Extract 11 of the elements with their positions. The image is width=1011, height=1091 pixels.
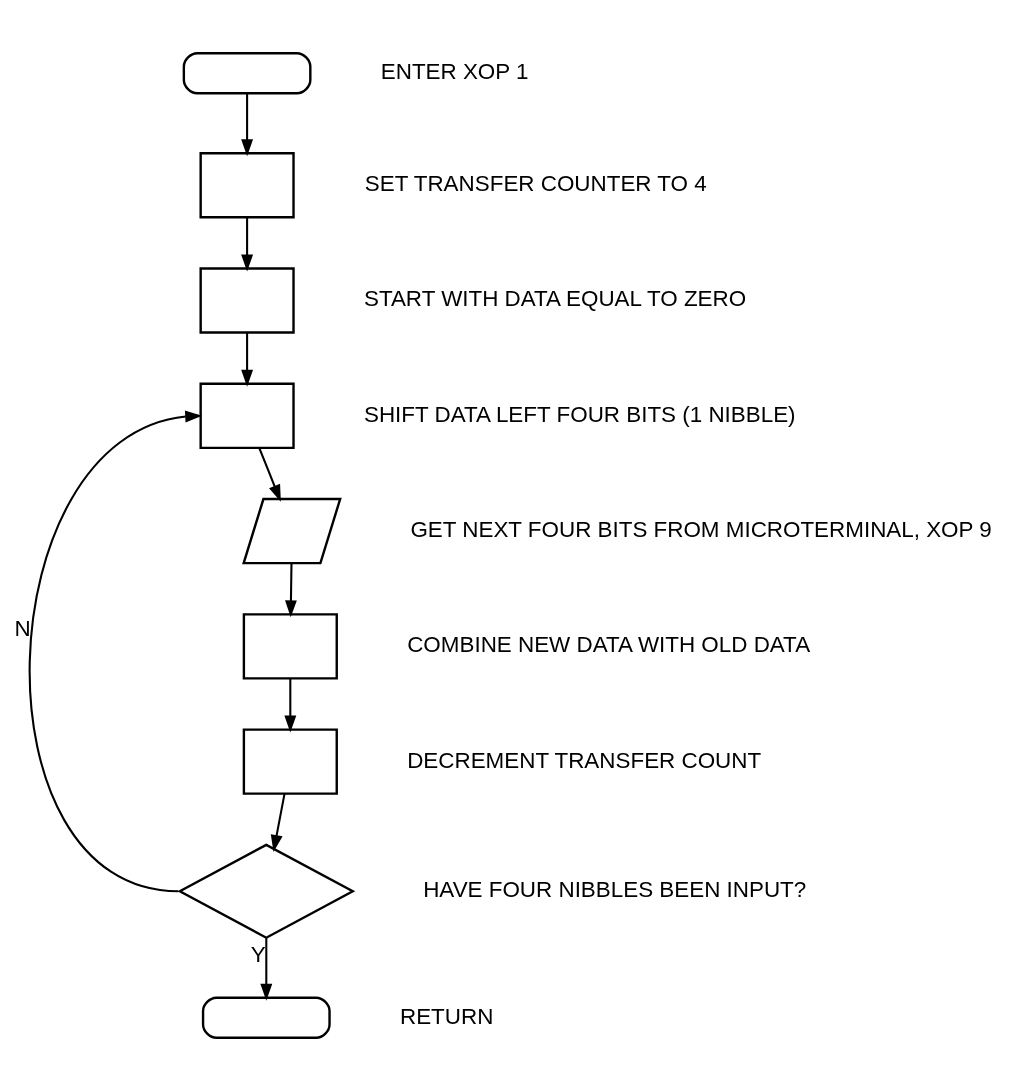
edge-label: Y [250,942,266,968]
node-label: DECREMENT TRANSFER COUNT [407,747,762,773]
node-label: ENTER XOP 1 [380,59,529,85]
node-label: SET TRANSFER COUNTER TO 4 [364,171,707,197]
node-label: START WITH DATA EQUAL TO ZERO [363,286,747,312]
node-label: RETURN [399,1003,494,1029]
node-label: COMBINE NEW DATA WITH OLD DATA [407,632,811,658]
node-label: HAVE FOUR NIBBLES BEEN INPUT? [423,877,807,903]
node-label: GET NEXT FOUR BITS FROM MICROTERMINAL, XOP 9 [410,517,992,543]
node-label: SHIFT DATA LEFT FOUR BITS (1 NIBBLE) [363,401,796,427]
edge-label: N [14,616,31,642]
